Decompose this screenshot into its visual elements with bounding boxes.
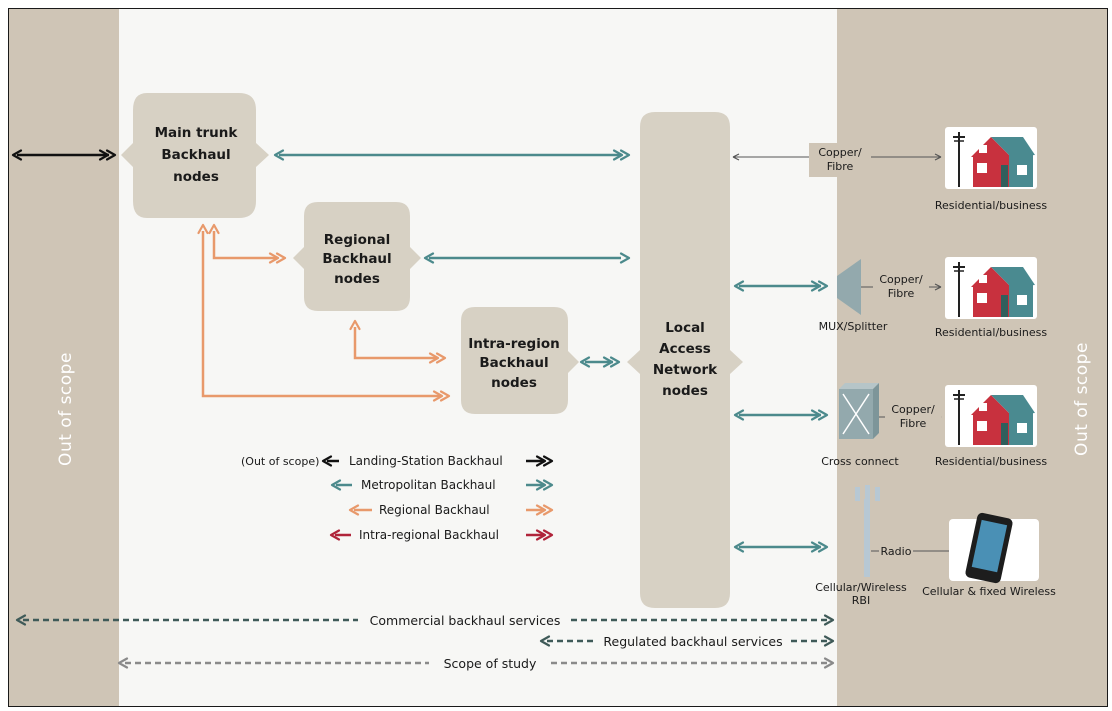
intra-region-line-3: nodes bbox=[491, 375, 537, 391]
main-trunk-line-3: nodes bbox=[173, 169, 219, 185]
regional-line-1: Regional bbox=[324, 232, 390, 248]
metro-arrow-main-to-local bbox=[273, 149, 631, 161]
regulated-services-label: Regulated backhaul services bbox=[603, 634, 782, 649]
regional-arrow-regional-to-intra bbox=[349, 319, 447, 364]
network-diagram: Commercial backhaul services Regulated b… bbox=[11, 93, 1056, 671]
residential-label-3: Residential/business bbox=[935, 455, 1048, 468]
landing-station-arrow bbox=[11, 149, 117, 161]
left-out-of-scope-band bbox=[9, 9, 119, 706]
house-icon-3 bbox=[944, 384, 1038, 448]
legend-regional-arrows bbox=[348, 504, 554, 516]
metro-arrow-local-to-tower bbox=[733, 541, 829, 553]
legend-regional-label: Regional Backhaul bbox=[379, 503, 490, 517]
cellular-wireless-label: Cellular & fixed Wireless bbox=[922, 585, 1056, 598]
local-access-line-4: nodes bbox=[662, 383, 708, 399]
regional-arrow-main-to-intra bbox=[197, 223, 451, 402]
legend-intra-label: Intra-regional Backhaul bbox=[359, 528, 499, 542]
mobile-phone-icon bbox=[949, 512, 1039, 584]
local-access-line-3: Network bbox=[653, 362, 718, 378]
metro-arrow-regional-to-local bbox=[423, 252, 631, 264]
regulated-services-line bbox=[539, 635, 835, 647]
cross-connect-icon bbox=[839, 383, 879, 439]
main-trunk-node: Main trunk Backhaul nodes bbox=[121, 93, 269, 218]
copper-fibre-label-2a: Copper/ bbox=[879, 273, 923, 286]
residential-label-2: Residential/business bbox=[935, 326, 1048, 339]
legend-intra-arrows bbox=[329, 529, 554, 541]
intra-region-node: Intra-region Backhaul nodes bbox=[461, 307, 579, 414]
mux-splitter-label: MUX/Splitter bbox=[819, 320, 888, 333]
copper-fibre-label-2b: Fibre bbox=[888, 287, 915, 300]
legend-out-of-scope-prefix: (Out of scope) bbox=[241, 455, 319, 468]
intra-region-line-2: Backhaul bbox=[479, 355, 548, 371]
main-trunk-line-2: Backhaul bbox=[161, 147, 230, 163]
scope-of-study-line bbox=[117, 657, 835, 669]
house-icon-1 bbox=[944, 126, 1038, 190]
local-access-node: Local Access Network nodes bbox=[627, 112, 743, 608]
tower-label-line-2: RBI bbox=[852, 594, 870, 607]
metro-arrow-local-to-mux bbox=[733, 280, 829, 292]
local-access-line-1: Local bbox=[665, 320, 705, 336]
scope-of-study-label: Scope of study bbox=[444, 656, 537, 671]
mux-splitter-icon bbox=[837, 259, 861, 315]
copper-fibre-label-1b: Fibre bbox=[827, 160, 854, 173]
legend-metro-arrows bbox=[330, 479, 554, 491]
legend-landing-arrows bbox=[321, 455, 554, 467]
house-icon-2 bbox=[944, 256, 1038, 320]
cellular-tower-icon bbox=[855, 485, 880, 577]
radio-label: Radio bbox=[881, 545, 912, 558]
tower-label-line-1: Cellular/Wireless bbox=[815, 581, 907, 594]
cross-connect-label: Cross connect bbox=[821, 455, 899, 468]
regional-line-2: Backhaul bbox=[322, 251, 391, 267]
copper-fibre-label-3a: Copper/ bbox=[891, 403, 935, 416]
commercial-services-label: Commercial backhaul services bbox=[370, 613, 561, 628]
regional-line-3: nodes bbox=[334, 271, 380, 287]
legend-metro-label: Metropolitan Backhaul bbox=[361, 478, 496, 492]
metro-arrow-intra-to-local bbox=[579, 356, 621, 368]
diagram-frame: Out of scope Out of scope bbox=[8, 8, 1108, 707]
residential-label-1: Residential/business bbox=[935, 199, 1048, 212]
regional-node: Regional Backhaul nodes bbox=[293, 202, 421, 311]
main-trunk-line-1: Main trunk bbox=[155, 125, 239, 141]
intra-region-line-1: Intra-region bbox=[468, 336, 559, 352]
metro-arrow-local-to-crossconnect bbox=[733, 409, 829, 421]
legend: (Out of scope) Landing-Station Backhaul … bbox=[241, 454, 554, 542]
copper-fibre-label-3b: Fibre bbox=[900, 417, 927, 430]
regional-arrow-main-to-regional bbox=[208, 223, 287, 264]
local-access-line-2: Access bbox=[659, 341, 711, 357]
copper-fibre-label-1a: Copper/ bbox=[818, 146, 862, 159]
commercial-services-line bbox=[15, 614, 835, 626]
legend-landing-label: Landing-Station Backhaul bbox=[349, 454, 503, 468]
right-out-of-scope-band bbox=[837, 9, 1107, 706]
